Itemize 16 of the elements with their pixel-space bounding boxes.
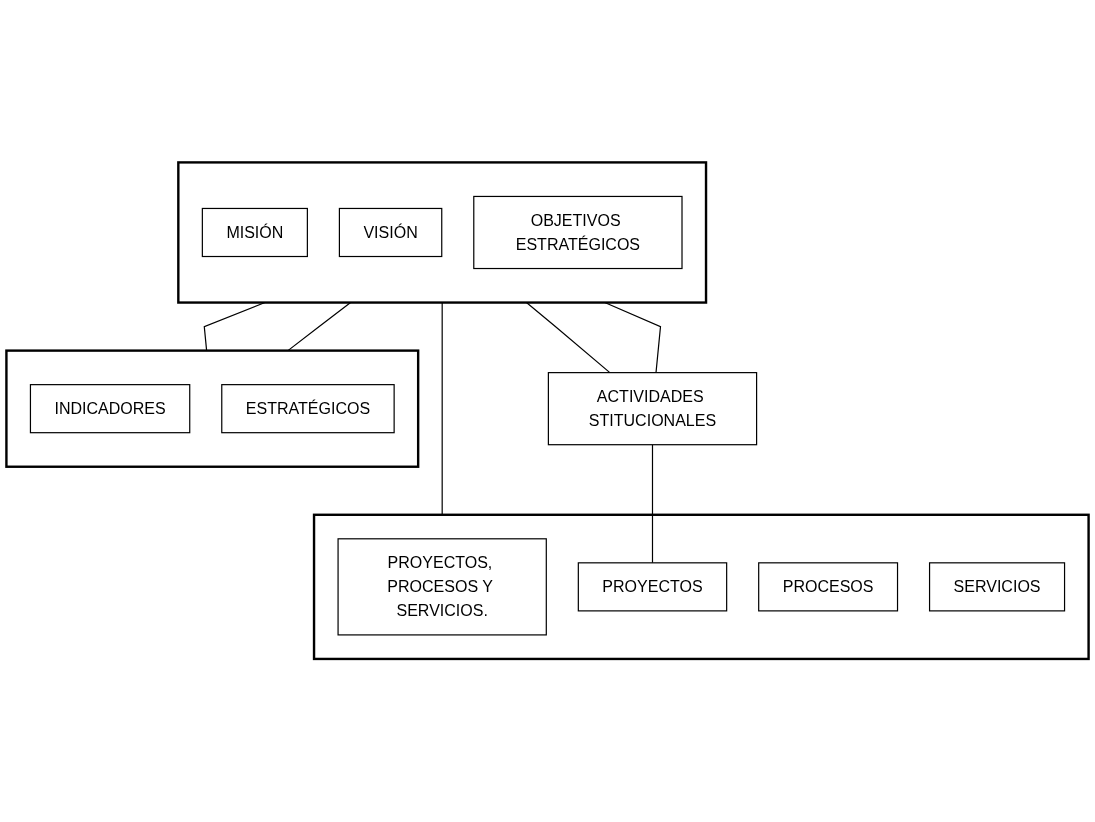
node-box: OBJETIVOS ESTRATÉGICOS [473,196,683,270]
node-box: PROCESOS [758,562,899,612]
cluster [177,161,708,305]
cluster [5,349,420,469]
node-box: ESTRATÉGICOS [221,384,395,434]
connector [441,302,443,516]
connector [525,302,611,374]
node-box: ACTIVIDADES STITUCIONALES [547,372,758,446]
node-box: PROYECTOS, PROCESOS Y SERVICIOS. [337,538,547,636]
node-box: INDICADORES [29,384,191,434]
node-box: VISIÓN [338,208,443,258]
cluster [312,513,1090,661]
node-box: SERVICIOS [928,562,1066,612]
node-box: MISIÓN [201,208,308,258]
connector [651,444,654,564]
node-box: PROYECTOS [577,562,728,612]
